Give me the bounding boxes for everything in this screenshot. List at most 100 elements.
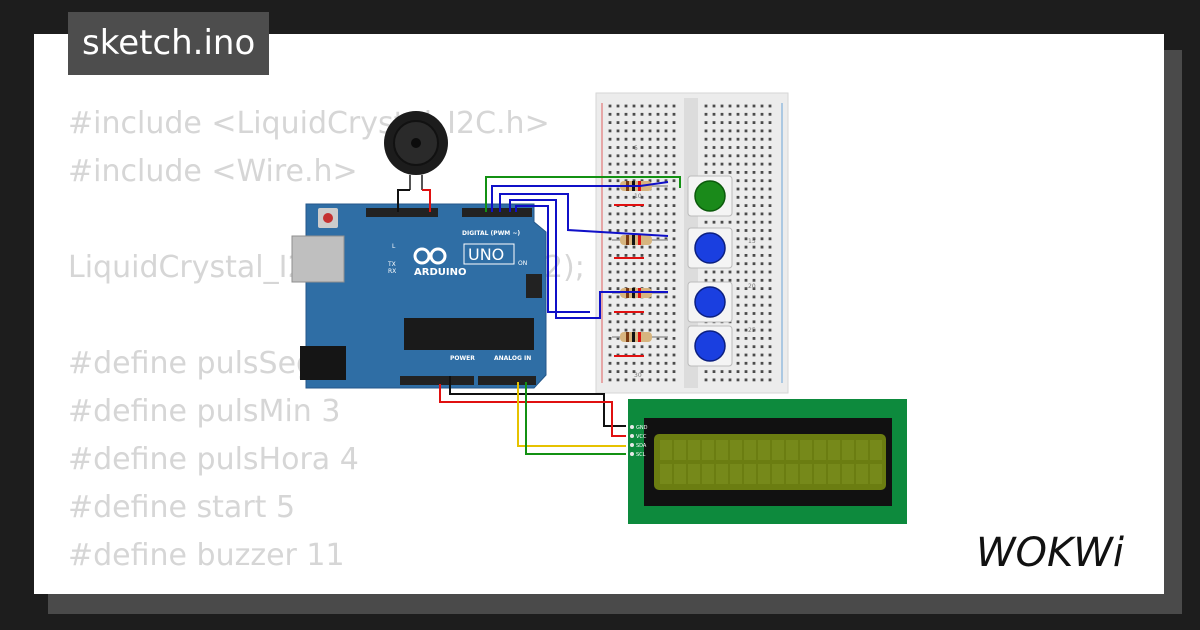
breadboard-hole: [616, 312, 620, 315]
breadboard-hole: [768, 212, 772, 216]
breadboard-hole: [672, 204, 676, 207]
breadboard-hole: [656, 328, 660, 332]
breadboard-hole: [648, 353, 652, 357]
breadboard-hole: [632, 370, 636, 373]
breadboard-hole: [608, 212, 612, 216]
breadboard-hole: [648, 162, 652, 166]
code-line: #include <LiquidCrystal_I2C.h>: [68, 106, 550, 141]
breadboard-hole: [736, 245, 740, 249]
breadboard-hole: [656, 270, 660, 274]
arduino-brand: ARDUINO: [414, 267, 466, 278]
lcd-character-cell: [758, 440, 770, 460]
breadboard-hole: [648, 254, 652, 257]
breadboard-hole: [744, 162, 748, 166]
breadboard-hole: [608, 179, 612, 183]
breadboard-hole: [656, 361, 660, 365]
lcd-character-cell: [870, 440, 882, 460]
breadboard-hole: [664, 303, 668, 307]
breadboard-hole: [608, 220, 612, 224]
file-name-tab[interactable]: sketch.ino: [68, 12, 270, 75]
breadboard-hole: [760, 237, 764, 241]
breadboard-hole: [760, 278, 764, 282]
breadboard-hole: [672, 112, 676, 116]
breadboard-hole: [760, 345, 764, 349]
breadboard-hole: [728, 146, 732, 149]
breadboard-hole: [640, 345, 644, 349]
breadboard-hole: [640, 245, 644, 249]
breadboard-hole: [624, 312, 628, 315]
breadboard-hole: [616, 254, 620, 257]
breadboard-hole: [656, 378, 660, 382]
breadboard-hole: [640, 370, 644, 373]
breadboard-hole: [720, 146, 724, 149]
breadboard-hole: [624, 171, 628, 174]
breadboard-hole: [656, 171, 660, 174]
wire-pin3-min: [499, 193, 669, 237]
pushbutton-blue[interactable]: [687, 325, 733, 367]
lcd-character-cell: [786, 440, 798, 460]
breadboard-hole: [648, 312, 652, 315]
breadboard-hole: [608, 328, 612, 332]
breadboard-hole: [664, 245, 668, 249]
arduino-logo-icon: [413, 247, 447, 265]
breadboard-hole: [752, 195, 756, 199]
wokwi-logo-icon: WOKWi: [976, 530, 1124, 576]
analog-label: ANALOG IN: [494, 355, 531, 362]
breadboard-hole: [624, 320, 628, 324]
breadboard-hole: [616, 345, 620, 349]
breadboard-hole: [752, 378, 756, 382]
breadboard-hole: [744, 337, 748, 340]
breadboard-hole: [656, 320, 660, 324]
breadboard-hole: [640, 361, 644, 365]
breadboard-hole: [672, 320, 676, 324]
breadboard-hole: [616, 162, 620, 166]
breadboard-hole: [752, 237, 756, 241]
breadboard-hole: [744, 370, 748, 373]
lcd-display: GND VCC SDA SCL: [628, 399, 907, 524]
pushbutton-blue[interactable]: [687, 227, 733, 269]
breadboard-hole: [736, 353, 740, 357]
breadboard-hole: [616, 378, 620, 382]
breadboard-hole: [616, 212, 620, 216]
lcd-character-cell: [730, 464, 742, 484]
breadboard-hole: [736, 204, 740, 207]
breadboard-hole: [752, 270, 756, 274]
breadboard-hole: [752, 312, 756, 315]
lcd-character-cell: [744, 440, 756, 460]
breadboard-hole: [752, 328, 756, 332]
breadboard-hole: [736, 104, 740, 108]
pushbutton-blue[interactable]: [687, 281, 733, 323]
breadboard-hole: [712, 112, 716, 116]
breadboard-hole: [616, 179, 620, 183]
breadboard-hole: [760, 320, 764, 324]
pushbutton-green[interactable]: [687, 175, 733, 217]
breadboard-hole: [760, 370, 764, 373]
breadboard-hole: [656, 353, 660, 357]
breadboard-hole: [656, 262, 660, 266]
lcd-character-cell: [814, 464, 826, 484]
breadboard-hole: [744, 121, 748, 124]
breadboard-hole: [640, 195, 644, 199]
breadboard-hole: [656, 129, 660, 133]
power-jack: [300, 346, 346, 380]
breadboard-hole: [712, 104, 716, 108]
lcd-character-cell: [716, 440, 728, 460]
breadboard-hole: [664, 179, 668, 183]
breadboard-hole: [768, 220, 772, 224]
breadboard-hole: [736, 162, 740, 166]
breadboard-hole: [664, 254, 668, 257]
breadboard-hole: [656, 137, 660, 141]
breadboard-hole: [624, 104, 628, 108]
lcd-character-cell: [702, 464, 714, 484]
breadboard-hole: [664, 278, 668, 282]
lcd-pin-label: SCL: [636, 452, 646, 458]
breadboard-hole: [616, 121, 620, 124]
lcd-character-cell: [842, 440, 854, 460]
breadboard-hole: [656, 278, 660, 282]
breadboard-hole: [664, 295, 668, 299]
breadboard-hole: [752, 162, 756, 166]
breadboard-hole: [752, 353, 756, 357]
breadboard-hole: [640, 320, 644, 324]
breadboard-hole: [672, 278, 676, 282]
breadboard-hole: [624, 270, 628, 274]
